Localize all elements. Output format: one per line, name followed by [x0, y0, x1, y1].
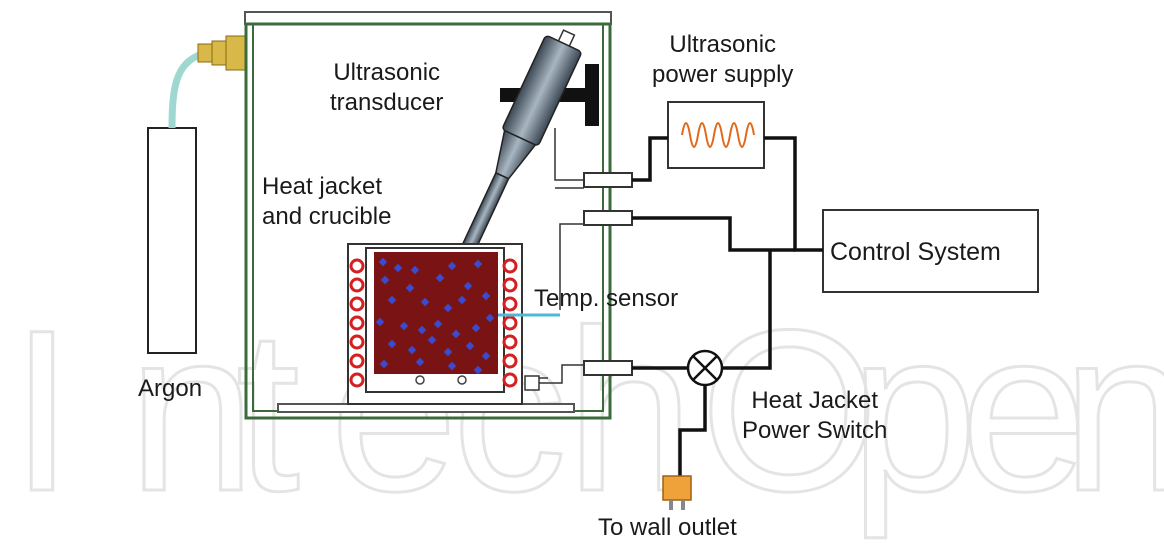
label-line: transducer: [330, 89, 444, 116]
nanoparticle: [481, 291, 491, 301]
nanoparticle: [375, 317, 385, 327]
label-line: Heat Jacket: [751, 387, 879, 414]
heater-coil: [349, 296, 365, 312]
heater-coil: [349, 315, 365, 331]
nanoparticle: [463, 281, 473, 291]
nanoparticle: [471, 323, 481, 333]
nanoparticle: [380, 275, 390, 285]
control-system-box: [822, 209, 1039, 293]
ultrasonic-power-supply-box: [667, 101, 765, 169]
heater-coil: [349, 372, 365, 388]
nanoparticle: [417, 325, 427, 335]
heater-coil: [502, 334, 518, 350]
nanoparticle: [378, 257, 388, 267]
watermark-letter: I: [10, 282, 74, 539]
heater-coil: [349, 258, 365, 274]
label-wall-outlet: To wall outlet: [598, 514, 737, 541]
nanoparticle: [379, 359, 389, 369]
label-control-system: Control System: [830, 238, 1001, 266]
heater-coil: [502, 277, 518, 293]
nanoparticle: [387, 339, 397, 349]
watermark-letter: p: [850, 282, 978, 539]
nanoparticle: [420, 297, 430, 307]
wall-plug-icon: [662, 475, 692, 510]
label-line: Power Switch: [742, 417, 888, 444]
label-argon: Argon: [138, 375, 203, 402]
argon-cylinder: [147, 127, 197, 354]
label-ultrasonic-transducer: Ultrasonic transducer: [330, 58, 443, 118]
heater-coil: [502, 258, 518, 274]
heater-coil: [349, 334, 365, 350]
nanoparticle: [443, 303, 453, 313]
transducer-bracket: [585, 64, 599, 126]
feedthrough-3: [583, 360, 633, 376]
internal-wiring: [539, 128, 584, 384]
sine-wave-icon: [681, 122, 755, 148]
label-line: Heat jacket: [262, 173, 383, 200]
external-wiring: [632, 136, 823, 476]
nanoparticle: [405, 283, 415, 293]
heater-coil: [349, 353, 365, 369]
ultrasonic-transducer: [461, 29, 582, 253]
nanoparticle: [473, 365, 483, 375]
nanoparticle: [393, 263, 403, 273]
heater-coils: [349, 258, 518, 388]
jacket-terminal: [524, 375, 540, 391]
enclosure-lid: [244, 11, 612, 25]
heater-coil: [502, 296, 518, 312]
watermark-letter: n: [1062, 282, 1164, 539]
watermark-letter: O: [700, 282, 879, 539]
heater-coil: [502, 315, 518, 331]
nanoparticle: [465, 341, 475, 351]
nanoparticle: [415, 357, 425, 367]
molten-metal: [374, 252, 498, 374]
nanoparticle: [407, 345, 417, 355]
nanoparticle: [451, 329, 461, 339]
argon-hose: [168, 48, 210, 129]
nanoparticle: [410, 265, 420, 275]
label-line: Ultrasonic: [333, 59, 441, 86]
feedthrough-2: [583, 210, 633, 226]
feedthrough-1: [583, 172, 633, 188]
nanoparticle: [387, 295, 397, 305]
nanoparticle: [447, 361, 457, 371]
nanoparticle: [427, 335, 437, 345]
label-ultrasonic-power-supply: Ultrasonic power supply: [652, 30, 793, 90]
nanoparticle: [485, 313, 495, 323]
gas-fitting: [197, 35, 247, 71]
label-line: and crucible: [262, 203, 392, 230]
power-switch-icon: [686, 349, 724, 387]
label-line: Ultrasonic: [669, 31, 777, 58]
heater-coil: [349, 277, 365, 293]
heater-coil: [502, 353, 518, 369]
nanoparticle: [481, 351, 491, 361]
nanoparticle: [457, 295, 467, 305]
enclosure-base-plate: [277, 403, 575, 413]
label-line: power supply: [652, 61, 794, 88]
watermark-letter: e: [960, 282, 1088, 539]
nanoparticle: [435, 273, 445, 283]
nanoparticles: [375, 257, 495, 375]
nanoparticle: [443, 347, 453, 357]
nanoparticle: [433, 319, 443, 329]
label-heat-jacket-power-switch: Heat Jacket Power Switch: [742, 386, 887, 446]
heater-coil: [502, 372, 518, 388]
nanoparticle: [447, 261, 457, 271]
nanoparticle: [473, 259, 483, 269]
nanoparticle: [399, 321, 409, 331]
label-heat-jacket-crucible: Heat jacket and crucible: [262, 172, 391, 232]
label-temp-sensor: Temp. sensor: [534, 285, 679, 312]
